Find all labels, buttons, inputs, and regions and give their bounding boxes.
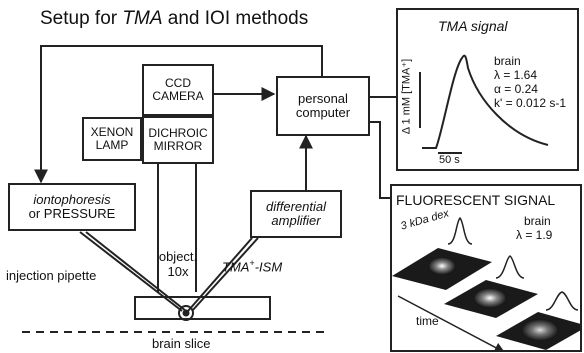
fluor-profile-1 — [447, 216, 473, 245]
pc-to-fluor-line — [370, 121, 390, 199]
tma-tissue-label: brain — [494, 54, 521, 68]
tma-signal-panel: TMA signal Δ 1 mM [TMA⁺] 50 s brain λ = … — [396, 8, 579, 171]
fluor-tissue-label: brain — [524, 214, 551, 228]
tma-curve-plot — [419, 54, 549, 154]
fluor-param-lambda: λ = 1.9 — [516, 228, 553, 242]
brain-slice-block — [134, 296, 271, 320]
ism-label: TMA+-ISM — [222, 258, 283, 275]
fluor-profile-3 — [545, 291, 579, 311]
recording-site — [178, 305, 194, 321]
fluor-spot-2 — [473, 288, 507, 308]
ism-electrode — [187, 237, 253, 312]
ism-electrode-2 — [191, 237, 259, 312]
time-arrow — [397, 295, 505, 350]
page-title: Setup for TMA and IOI methods — [40, 8, 309, 29]
control-line — [34, 45, 323, 184]
fluor-profile-2 — [495, 255, 525, 279]
fluor-images — [392, 216, 580, 350]
objective-label: object.10x — [158, 249, 198, 279]
fluor-spot-1 — [428, 257, 456, 275]
time-label: time — [416, 314, 439, 328]
tma-param-lambda: λ = 1.64 — [494, 68, 538, 82]
tma-panel-title: TMA signal — [438, 18, 508, 34]
tma-param-alpha: α = 0.24 — [494, 82, 538, 96]
recording-site-core — [182, 309, 190, 317]
injection-pipette-label: injection pipette — [6, 268, 97, 283]
fluor-spot-3 — [521, 319, 559, 341]
fluor-panel-title: FLUORESCENT SIGNAL — [396, 192, 556, 208]
brain-slice-label: brain slice — [152, 336, 211, 351]
tma-param-k: k' = 0.012 s-1 — [494, 96, 566, 110]
tma-y-scale-label: Δ 1 mM [TMA⁺] — [400, 58, 413, 135]
fluorescent-signal-panel: FLUORESCENT SIGNAL brain λ = 1.9 3 kDa d… — [390, 184, 582, 352]
tma-x-scale-label: 50 s — [439, 154, 460, 166]
tma-signal-curve — [422, 54, 549, 149]
injection-pipette — [79, 231, 183, 312]
injection-pipette-2 — [85, 231, 187, 312]
